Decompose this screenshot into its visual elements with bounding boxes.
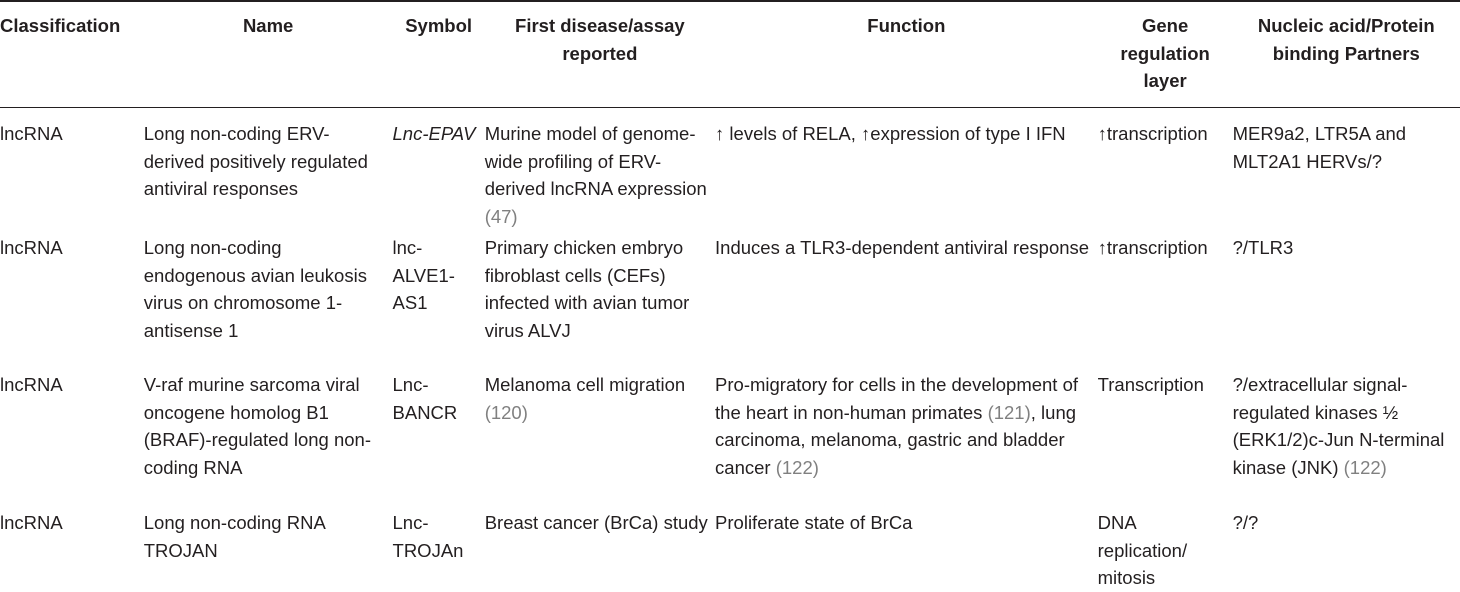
cell-name: V-raf murine sarcoma viral oncogene homo… [143,374,371,478]
reference-link[interactable]: (47) [484,205,518,227]
function-text: , lung carcinoma, melanoma, gastric and … [715,401,1077,478]
cell-first-assay: Melanoma cell migration (120) [485,371,715,509]
cell-classification: lncRNA [0,512,63,533]
cell-first-assay: Murine model of genome-wide profiling of… [485,109,715,234]
function-text: Pro-migratory for cells in the developme… [715,374,1079,423]
table-header-rule [0,107,1460,108]
header-function: Function [867,15,946,36]
partners-text: ?/extracellular signal-regulated kinases… [1232,374,1445,478]
cell-symbol: Lnc-EPAV [392,123,476,144]
table-top-rule [0,0,1460,2]
header-name: Name [242,15,294,36]
cell-binding-partners: ?/TLR3 [1232,237,1294,258]
cell-classification: lncRNA [0,237,63,258]
header-classification: Classification [0,15,121,36]
cell-classification: lncRNA [0,374,63,395]
reference-link[interactable]: (122) [1343,456,1387,478]
cell-gene-regulation-layer: DNA replication/ mitosis [1097,512,1188,588]
table-row: lncRNA V-raf murine sarcoma viral oncoge… [0,371,1460,509]
header-first-assay: First disease/assay reported [515,15,685,64]
cell-binding-partners: ?/extracellular signal-regulated kinases… [1233,371,1460,509]
cell-symbol: lnc-ALVE1-AS1 [392,237,455,313]
table-row: lncRNA Long non-coding ERV-derived posit… [0,109,1460,234]
header-binding-partners: Nucleic acid/Protein binding Partners [1257,15,1435,64]
cell-name: Long non-coding endogenous avian leukosi… [143,237,367,341]
cell-binding-partners: MER9a2, LTR5A and MLT2A1 HERVs/? [1232,123,1407,172]
reference-link[interactable]: (120) [484,401,528,423]
cell-symbol: Lnc-BANCR [392,374,458,423]
cell-name: Long non-coding ERV-derived positively r… [143,123,368,199]
cell-function: Proliferate state of BrCa [715,512,913,533]
cell-first-assay: Breast cancer (BrCa) study [484,512,708,533]
table-row: lncRNA Long non-coding endogenous avian … [0,234,1460,371]
reference-link[interactable]: (122) [775,456,819,478]
first-assay-text: Melanoma cell migration [484,374,686,395]
cell-first-assay: Primary chicken embryo fibroblast cells … [484,237,690,341]
cell-function: Induces a TLR3-dependent antiviral respo… [715,237,1090,258]
reference-link[interactable]: (121) [987,401,1031,423]
cell-gene-regulation-layer: ↑transcription [1097,237,1208,258]
table-header-row: Classification Name Symbol First disease… [0,10,1460,109]
cell-symbol: Lnc-TROJAn [392,512,464,561]
header-symbol: Symbol [405,15,473,36]
cell-gene-regulation-layer: Transcription [1097,374,1204,395]
cell-binding-partners: ?/? [1232,512,1259,533]
cell-classification: lncRNA [0,123,63,144]
cell-function: ↑ levels of RELA, ↑expression of type I … [715,123,1066,144]
lncrna-table: Classification Name Symbol First disease… [0,10,1460,592]
cell-gene-regulation-layer: ↑transcription [1097,123,1208,144]
cell-function: Pro-migratory for cells in the developme… [715,371,1098,509]
header-gene-regulation-layer: Gene regulation layer [1120,15,1210,91]
cell-name: Long non-coding RNA TROJAN [143,512,325,561]
first-assay-text: Murine model of genome-wide profiling of… [484,123,707,199]
table-row: lncRNA Long non-coding RNA TROJAN Lnc-TR… [0,509,1460,592]
